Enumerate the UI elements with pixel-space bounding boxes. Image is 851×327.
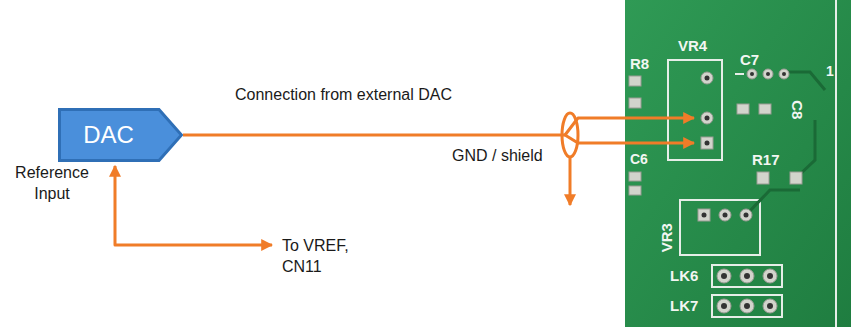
annotation-label: To VREF, CN11 [282, 236, 360, 278]
label-holder: C7 [740, 50, 759, 70]
signal-wire [183, 134, 565, 137]
label-holder: R8 [630, 54, 649, 74]
label-holder: VR4 [678, 36, 707, 56]
annotation-label: GND / shield [452, 146, 543, 167]
silkscreen-label: R17 [752, 150, 780, 170]
label-holder: To VREF, CN11 [282, 236, 360, 278]
silkscreen-label: LK6 [670, 266, 698, 286]
label-holder: VR3 [657, 223, 677, 252]
ground-wire [569, 157, 572, 205]
label-holder: LK7 [670, 296, 698, 316]
label-holder: C6 [630, 150, 648, 168]
reference-wire [115, 166, 272, 245]
silkscreen-label: VR4 [678, 36, 707, 56]
dac-block: DAC [58, 108, 183, 162]
silkscreen-label: VR3 [657, 223, 677, 252]
label-holder: LK6 [670, 266, 698, 286]
silkscreen-label: R8 [630, 54, 649, 74]
block-label: DAC [58, 122, 159, 148]
label-holder: 1 [826, 62, 834, 80]
cable-loop [562, 113, 578, 157]
annotation-label: Connection from external DAC [235, 85, 452, 106]
label-holder: C8 [788, 100, 808, 119]
label-holder: Connection from external DAC [235, 85, 452, 106]
label-holder: GND / shield [452, 146, 543, 167]
label-holder: Reference Input [2, 163, 102, 205]
silkscreen-label: C7 [740, 50, 759, 70]
pcb-board [625, 0, 851, 327]
silkscreen-label: C6 [630, 150, 648, 168]
silkscreen-label: LK7 [670, 296, 698, 316]
shield-wire [565, 135, 694, 143]
signal-wire [565, 118, 694, 135]
annotation-label: Reference Input [2, 163, 102, 205]
label-holder: R17 [752, 150, 780, 170]
silkscreen-label: C8 [788, 100, 808, 119]
silkscreen-label: 1 [826, 62, 834, 80]
